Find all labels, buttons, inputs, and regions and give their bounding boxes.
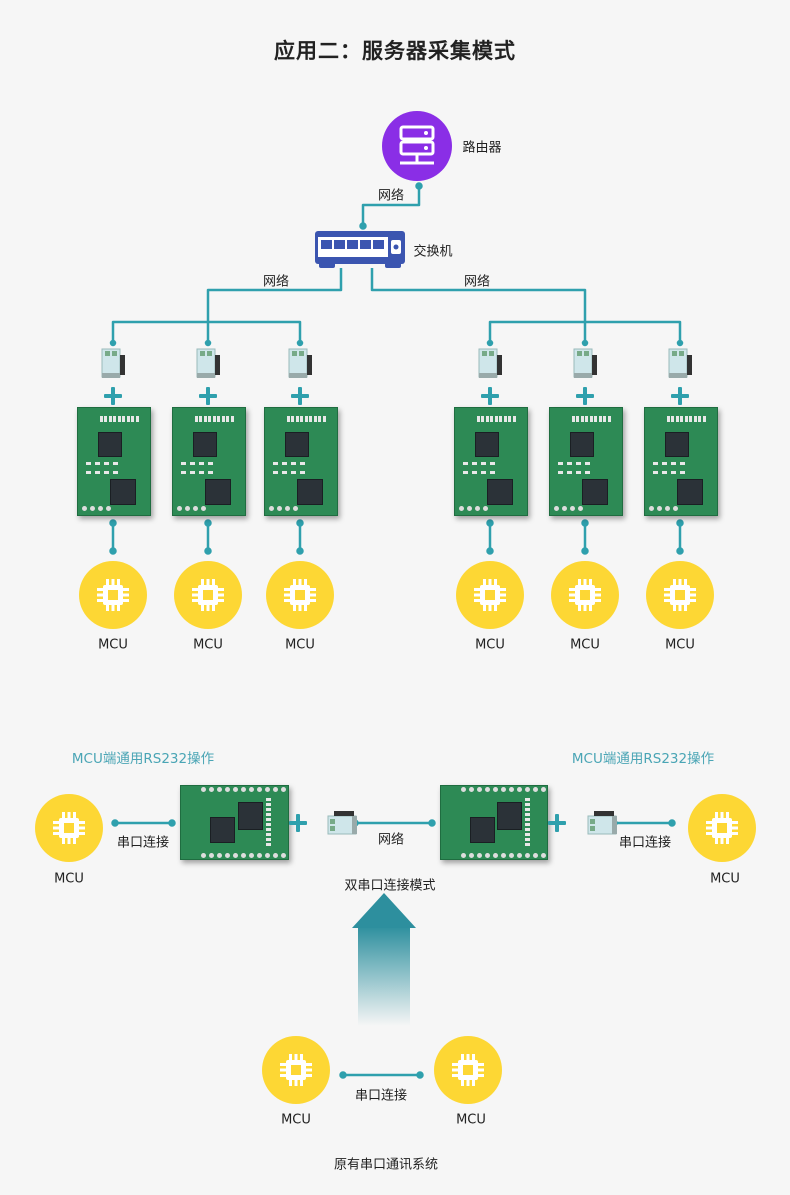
chip-icon xyxy=(192,579,224,611)
mcu-node xyxy=(174,561,242,629)
switch-left-line xyxy=(206,268,343,322)
serial-to-ethernet-module xyxy=(172,407,246,516)
right-branch-line xyxy=(488,320,682,340)
ethernet-jack xyxy=(572,347,598,381)
chip-icon xyxy=(280,1054,312,1086)
mcu-node xyxy=(551,561,619,629)
network-label-bottom: 网络 xyxy=(377,832,405,848)
plus-icon xyxy=(548,814,566,832)
ethernet-jack xyxy=(326,810,360,836)
router-node xyxy=(382,111,452,181)
left-branch-line xyxy=(111,320,302,340)
switch-node xyxy=(315,231,405,264)
mcu-label: MCU xyxy=(475,637,505,653)
serial-label-right: 串口连接 xyxy=(618,835,672,851)
switch-label: 交换机 xyxy=(413,244,453,260)
switch-right-line xyxy=(370,268,587,322)
server-icon xyxy=(399,125,435,165)
mcu-node xyxy=(434,1036,502,1104)
mcu-label: MCU xyxy=(193,637,223,653)
chip-icon xyxy=(284,579,316,611)
ethernet-jack xyxy=(287,347,313,381)
ethernet-jack xyxy=(477,347,503,381)
plus-icon xyxy=(481,387,499,405)
plus-icon xyxy=(576,387,594,405)
network-label: 网络 xyxy=(377,188,405,204)
chip-icon xyxy=(706,812,738,844)
mcu-node xyxy=(262,1036,330,1104)
chip-icon xyxy=(664,579,696,611)
serial-label-original: 串口连接 xyxy=(354,1088,408,1104)
serial-to-ethernet-module xyxy=(264,407,338,516)
network-label-right: 网络 xyxy=(463,274,491,290)
ethernet-jack xyxy=(586,810,620,836)
mcu-label: MCU xyxy=(98,637,128,653)
ethernet-jack xyxy=(667,347,693,381)
right-caption: MCU端通用RS232操作 xyxy=(571,751,715,767)
ethernet-jack xyxy=(100,347,126,381)
mcu-node xyxy=(266,561,334,629)
mcu-node xyxy=(35,794,103,862)
ethernet-switch-icon xyxy=(318,237,401,257)
mcu-node xyxy=(79,561,147,629)
mcu-node xyxy=(456,561,524,629)
serial-to-ethernet-module xyxy=(440,785,548,860)
mcu-label: MCU xyxy=(710,871,740,887)
mcu-node xyxy=(688,794,756,862)
ethernet-jack xyxy=(195,347,221,381)
page-title: 应用二：服务器采集模式 xyxy=(274,39,516,63)
mcu-label: MCU xyxy=(54,871,84,887)
mcu-label: MCU xyxy=(456,1112,486,1128)
chip-icon xyxy=(97,579,129,611)
chip-icon xyxy=(474,579,506,611)
chip-icon xyxy=(569,579,601,611)
left-caption: MCU端通用RS232操作 xyxy=(71,751,215,767)
serial-to-ethernet-module xyxy=(180,785,289,860)
serial-label-left: 串口连接 xyxy=(116,835,170,851)
plus-icon xyxy=(291,387,309,405)
plus-icon xyxy=(199,387,217,405)
mcu-label: MCU xyxy=(665,637,695,653)
plus-icon xyxy=(289,814,307,832)
mcu-label: MCU xyxy=(285,637,315,653)
mcu-node xyxy=(646,561,714,629)
router-label: 路由器 xyxy=(462,140,502,156)
router-switch-line xyxy=(361,186,421,226)
serial-to-ethernet-module xyxy=(644,407,718,516)
network-label-left: 网络 xyxy=(262,274,290,290)
serial-to-ethernet-module xyxy=(454,407,528,516)
dual-mode-label: 双串口连接模式 xyxy=(344,878,436,894)
chip-icon xyxy=(452,1054,484,1086)
serial-to-ethernet-module xyxy=(549,407,623,516)
chip-icon xyxy=(53,812,85,844)
plus-icon xyxy=(671,387,689,405)
upgrade-arrow xyxy=(352,893,416,1026)
plus-icon xyxy=(104,387,122,405)
original-system-label: 原有串口通讯系统 xyxy=(333,1157,439,1173)
mcu-label: MCU xyxy=(281,1112,311,1128)
serial-to-ethernet-module xyxy=(77,407,151,516)
mcu-label: MCU xyxy=(570,637,600,653)
